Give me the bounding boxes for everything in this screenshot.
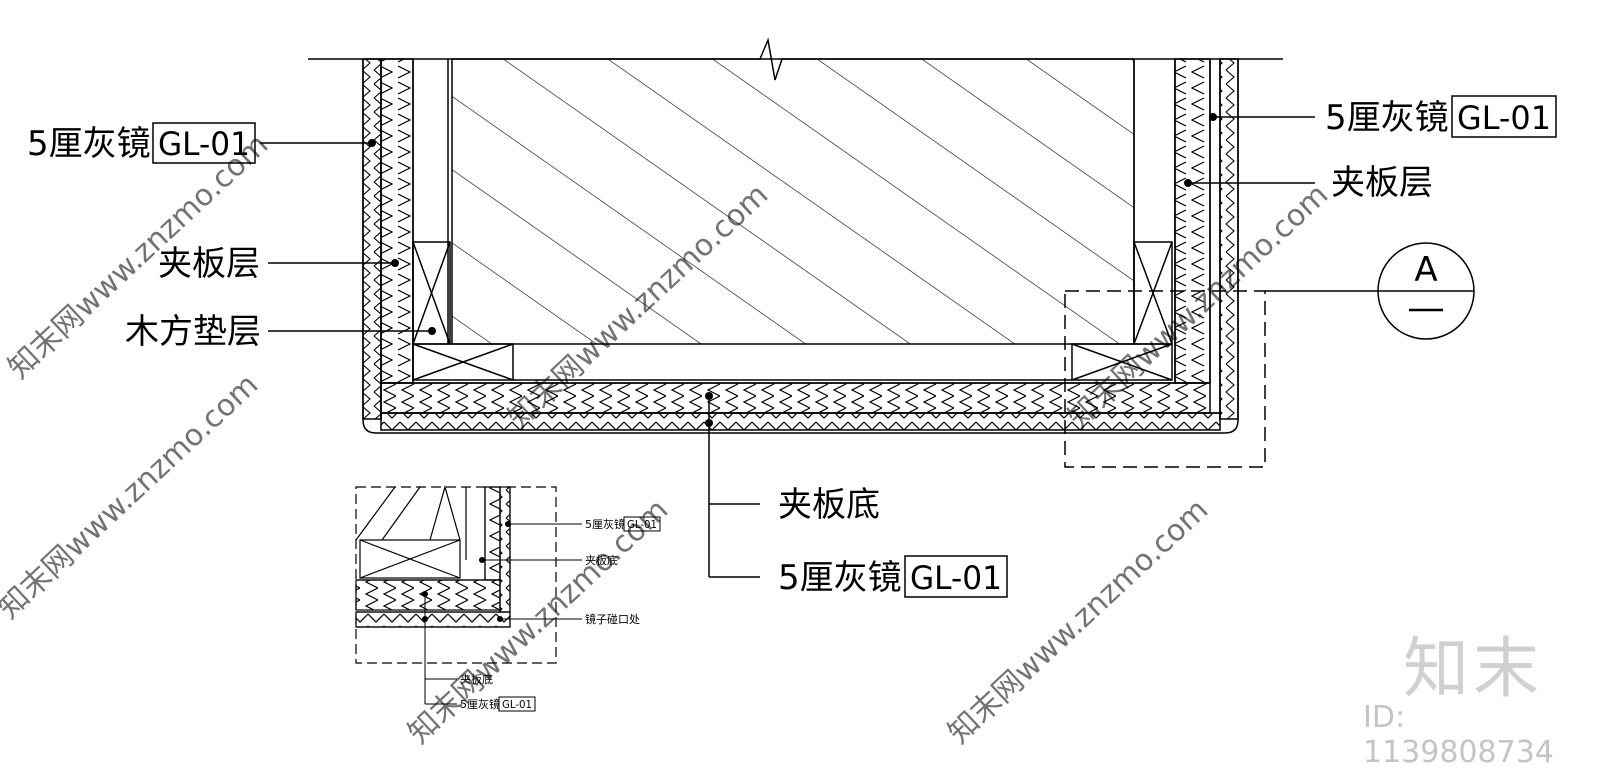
section-mark: A <box>1377 242 1475 340</box>
brand-logo: 知末 <box>1403 630 1543 707</box>
left-wall-layers <box>362 58 451 420</box>
code-right: GL-01 <box>1457 99 1551 137</box>
hatched-core <box>451 58 1135 345</box>
small-label-plywood-base-2: 夹板底 <box>460 672 493 686</box>
label-bottom-mirror: 5厘灰镜 GL-01 <box>778 555 1008 598</box>
label-plywood-right: 夹板层 <box>1331 163 1433 203</box>
image-id-label: ID: 1139808734 <box>1363 700 1554 770</box>
small-label-mirror-edge: 镜子碰口处 <box>585 612 640 626</box>
small-code-1: GL-01 <box>627 518 657 531</box>
label-gray-mirror-right: 5厘灰镜 <box>1325 98 1449 138</box>
watermark-6: 知末网www.znzmo.com <box>942 492 1216 751</box>
section-mark-label: A <box>1414 250 1437 290</box>
code-bottom: GL-01 <box>910 559 1002 597</box>
code-left: GL-01 <box>158 125 250 163</box>
bottom-layers <box>362 343 1239 434</box>
small-label-mirror-2: 5厘灰镜 <box>460 697 500 711</box>
small-labels: 5厘灰镜 GL-01 夹板底 镜子碰口处 夹板底 5厘灰镜 GL-01 <box>460 516 661 712</box>
small-leaders <box>422 521 582 705</box>
code-box-bottom <box>904 555 1008 598</box>
code-box-left <box>152 122 256 164</box>
small-label-plywood-base: 夹板底 <box>585 553 618 567</box>
right-wall-layers <box>1133 58 1239 420</box>
code-box-right <box>1451 95 1557 138</box>
label-gray-mirror-left: 5厘灰镜 <box>27 124 151 164</box>
small-detail <box>355 484 557 664</box>
small-label-mirror-1: 5厘灰镜 <box>585 517 625 531</box>
label-left-mirror: 5厘灰镜 GL-01 <box>27 122 256 164</box>
watermark-4: 知末网www.znzmo.com <box>0 367 265 626</box>
detail-callout-box <box>1064 290 1266 468</box>
small-code-2: GL-01 <box>502 698 532 711</box>
leaders <box>260 113 1315 578</box>
label-right-mirror: 5厘灰镜 GL-01 <box>1325 95 1557 138</box>
label-plywood-base: 夹板底 <box>778 485 880 525</box>
label-wood-pad: 木方垫层 <box>125 312 261 352</box>
label-plywood-left: 夹板层 <box>158 244 260 284</box>
label-gray-mirror-bottom: 5厘灰镜 <box>778 558 902 598</box>
